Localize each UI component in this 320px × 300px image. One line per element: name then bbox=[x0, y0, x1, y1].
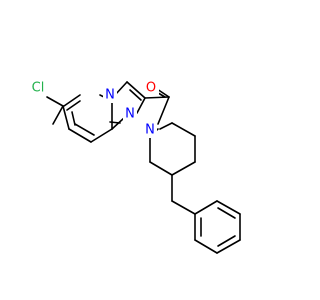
bridgehead-nitrogen-label: N bbox=[105, 88, 115, 103]
structure-diagram: Cl O N N N bbox=[27, 79, 241, 254]
bond bbox=[52, 105, 64, 125]
bond bbox=[63, 94, 81, 107]
bond bbox=[194, 239, 218, 254]
atom-labels: Cl O N N N bbox=[27, 79, 159, 138]
bond bbox=[62, 105, 70, 130]
bond bbox=[216, 239, 241, 254]
carbonyl-oxygen-label: O bbox=[146, 81, 156, 96]
bond bbox=[217, 235, 236, 247]
bond bbox=[68, 128, 92, 143]
bond bbox=[159, 122, 173, 130]
bond bbox=[126, 81, 146, 99]
chlorine-label: Cl bbox=[32, 81, 45, 96]
bond bbox=[171, 161, 196, 176]
molecule-canvas: Cl O N N N bbox=[27, 79, 241, 254]
bond bbox=[129, 89, 142, 101]
bond bbox=[149, 161, 173, 176]
bond bbox=[217, 207, 236, 219]
bond bbox=[66, 100, 81, 111]
bond bbox=[46, 96, 64, 107]
bond bbox=[74, 123, 95, 136]
imidazole-nitrogen-label: N bbox=[125, 107, 135, 122]
bond bbox=[136, 97, 146, 114]
bond bbox=[216, 200, 241, 215]
bond bbox=[90, 128, 113, 143]
bonds bbox=[46, 81, 241, 254]
bond bbox=[171, 122, 196, 137]
bond bbox=[194, 200, 218, 215]
bond bbox=[157, 96, 170, 125]
piperidine-nitrogen-label: N bbox=[145, 123, 155, 138]
bond bbox=[71, 111, 76, 126]
bond bbox=[109, 121, 121, 124]
bond bbox=[171, 200, 196, 215]
